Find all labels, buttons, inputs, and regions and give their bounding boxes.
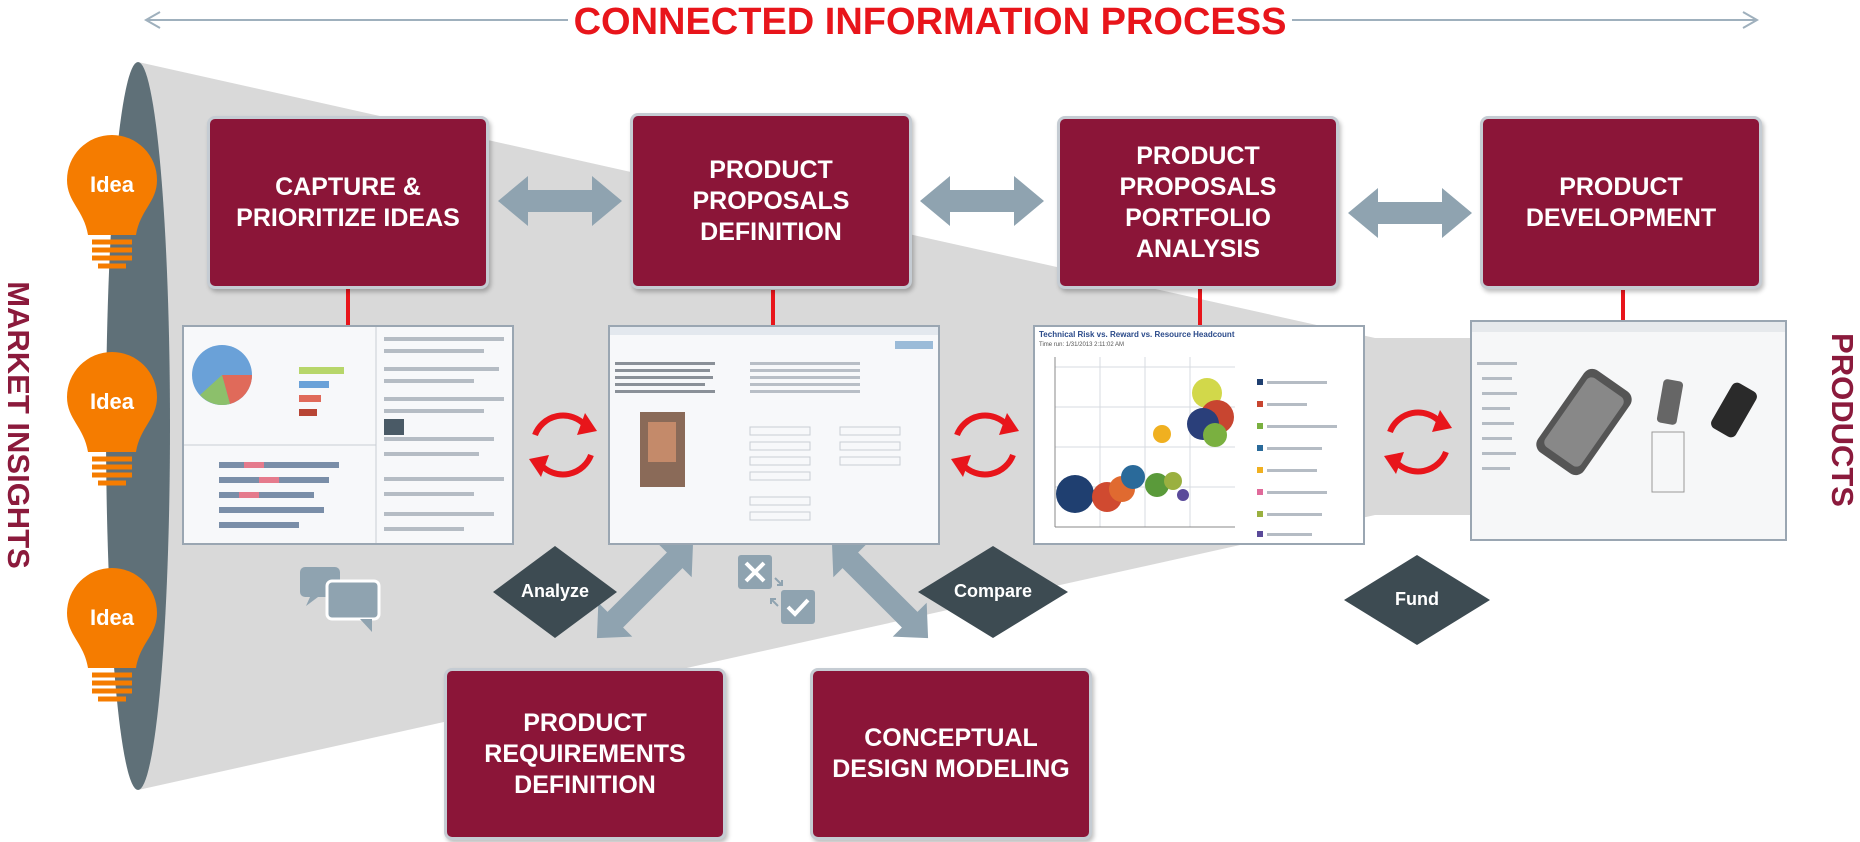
screenshot-ideas-dashboard bbox=[182, 325, 514, 545]
page-title: CONNECTED INFORMATION PROCESS bbox=[0, 0, 1860, 44]
diagonal-arrow-left bbox=[596, 541, 694, 639]
chat-bubbles-icon bbox=[300, 567, 381, 632]
diamond-compare bbox=[918, 546, 1068, 638]
screenshot-product-cad bbox=[1470, 320, 1787, 541]
idea-label-3: Idea bbox=[89, 605, 135, 630]
refresh-cycle-icon bbox=[529, 409, 1452, 478]
dashboard-thumbnail bbox=[184, 327, 512, 543]
diamond-label-compare: Compare bbox=[953, 581, 1033, 601]
box-conceptual-design-modeling[interactable]: CONCEPTUAL DESIGN MODELING bbox=[810, 668, 1092, 840]
diamond-label-analyze: Analyze bbox=[520, 581, 590, 601]
bubble-chart-thumbnail bbox=[1054, 357, 1337, 537]
market-insights-label: MARKET INSIGHTS bbox=[1, 281, 36, 569]
proposal-form-thumbnail bbox=[610, 327, 938, 543]
bubble-chart-title: Technical Risk vs. Reward vs. Resource H… bbox=[1039, 330, 1235, 339]
box-capture-prioritize-ideas[interactable]: CAPTURE & PRIORITIZE IDEAS bbox=[207, 116, 489, 289]
double-arrow-1 bbox=[498, 176, 622, 226]
idea-label-2: Idea bbox=[89, 389, 135, 414]
diagonal-arrow-right bbox=[831, 541, 929, 639]
horizontal-double-arrows bbox=[498, 176, 1472, 238]
diamond-analyze bbox=[493, 546, 617, 638]
product-cad-thumbnail bbox=[1472, 322, 1785, 539]
screenshot-bubble-chart: Technical Risk vs. Reward vs. Resource H… bbox=[1033, 325, 1365, 545]
box-connectors bbox=[346, 288, 1625, 325]
bubble-chart-subtitle: Time run: 1/31/2013 2:11:02 AM bbox=[1039, 342, 1125, 348]
diamond-label-fund: Fund bbox=[1395, 589, 1439, 609]
double-arrow-2 bbox=[920, 176, 1044, 226]
box-product-proposals-definition[interactable]: PRODUCT PROPOSALS DEFINITION bbox=[630, 113, 912, 289]
box-product-requirements-definition[interactable]: PRODUCT REQUIREMENTS DEFINITION bbox=[444, 668, 726, 840]
screenshot-proposal-form bbox=[608, 325, 940, 545]
lightbulb-icon bbox=[67, 135, 157, 702]
diamond-fund bbox=[1344, 555, 1490, 645]
products-label: PRODUCTS bbox=[1825, 333, 1860, 507]
double-arrow-3 bbox=[1348, 188, 1472, 238]
box-product-development[interactable]: PRODUCT DEVELOPMENT bbox=[1480, 116, 1762, 289]
reject-approve-icon bbox=[738, 555, 815, 624]
decision-diamonds bbox=[493, 546, 1490, 645]
idea-label-1: Idea bbox=[89, 172, 135, 197]
diagonal-double-arrows bbox=[596, 541, 929, 639]
box-portfolio-analysis[interactable]: PRODUCT PROPOSALS PORTFOLIO ANALYSIS bbox=[1057, 116, 1339, 289]
